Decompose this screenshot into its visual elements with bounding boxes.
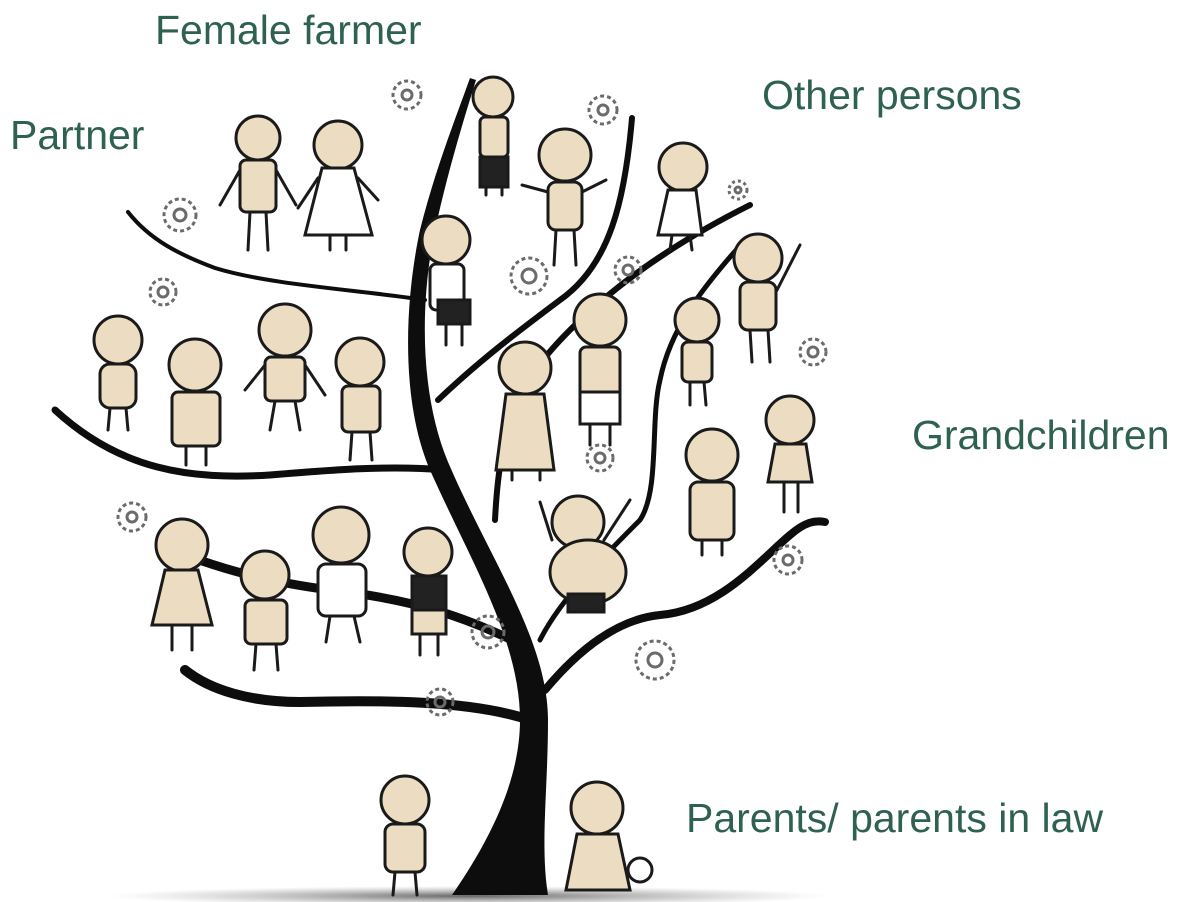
branch-left-bottom — [180, 665, 535, 725]
stick-figure-person-icon — [420, 214, 472, 347]
flower-icon — [116, 501, 148, 533]
flower-icon — [727, 179, 749, 201]
flowers — [116, 79, 828, 717]
label-parents: Parents/ parents in law — [686, 795, 1104, 841]
stick-figure-person-icon — [92, 314, 144, 432]
flower-icon — [470, 614, 506, 650]
label-other-persons: Other persons — [762, 72, 1022, 118]
stick-figure-person-icon — [243, 302, 327, 432]
stick-figure-person-icon — [538, 494, 632, 614]
label-female-farmer: Female farmer — [155, 7, 422, 53]
branch-right-lower — [541, 517, 829, 694]
flower-icon — [391, 79, 423, 111]
stick-figure-person-icon — [334, 336, 386, 462]
stick-figure-person-icon — [494, 340, 556, 482]
label-partner: Partner — [10, 112, 145, 158]
stick-figure-person-icon — [218, 114, 298, 252]
stick-figure-person-icon — [379, 774, 431, 897]
stick-figure-person-icon — [684, 427, 740, 557]
stick-figure-person-icon — [764, 394, 816, 514]
stick-figure-person-icon — [167, 337, 223, 467]
stick-figure-person-icon — [673, 296, 721, 407]
stick-figure-person-icon — [311, 505, 371, 644]
flower-icon — [613, 255, 643, 285]
trunk — [408, 78, 548, 895]
stick-figure-person-icon — [402, 526, 454, 657]
flower-icon — [148, 277, 178, 307]
stick-figure-person-icon — [564, 780, 654, 892]
stick-figure-person-icon — [296, 119, 380, 252]
stick-figure-person-icon — [732, 232, 802, 364]
flower-icon — [425, 687, 455, 717]
branch-partner — [126, 210, 427, 302]
stick-figure-person-icon — [572, 292, 628, 447]
branch-right-upper — [435, 115, 635, 403]
stick-figure-person-icon — [239, 549, 291, 672]
branch-left-middle — [51, 406, 449, 480]
flower-icon — [509, 256, 549, 296]
flower-icon — [585, 443, 615, 473]
stick-figure-person-icon — [520, 127, 608, 267]
flower-icon — [798, 337, 828, 367]
flower-icon — [772, 544, 804, 576]
stick-figure-person-icon — [150, 517, 214, 652]
label-grandchildren: Grandchildren — [912, 412, 1170, 458]
flower-icon — [162, 197, 198, 233]
stick-figure-person-icon — [656, 141, 709, 252]
flower-icon — [587, 94, 619, 126]
stick-figure-person-icon — [471, 75, 515, 197]
flower-icon — [634, 639, 676, 681]
